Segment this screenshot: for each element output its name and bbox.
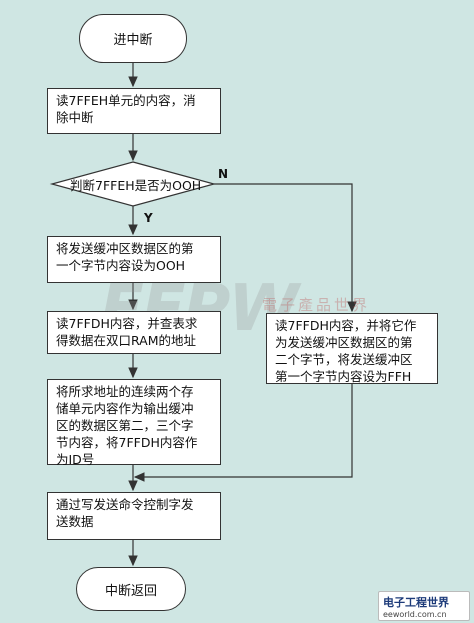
branch-yes-label: Y (144, 211, 153, 225)
step-copy-two-bytes: 将所求地址的连续两个存 储单元内容作为输出缓冲 区的数据区第二，三个字 节内容，… (47, 379, 221, 467)
step-read-7ffeh: 读7FFEH单元的内容，消 除中断 (47, 88, 221, 134)
arrow-decision-right (214, 183, 357, 313)
step-send-data: 通过写发送命令控制字发 送数据 (47, 492, 221, 540)
arrow-right-merge (133, 384, 353, 482)
step-set-first-byte-00h: 将发送缓冲区数据区的第 一个字节内容设为OOH (47, 236, 221, 283)
end-label: 中断返回 (104, 583, 157, 599)
start-terminal: 进中断 (79, 14, 187, 63)
decision-label: 判断7FFEH是否为OOH (70, 178, 202, 193)
step-right-read-7ffdh: 读7FFDH内容，并将它作 为发送缓冲区数据区的第 二个字节，将发送缓冲区 第一… (266, 313, 438, 384)
end-terminal: 中断返回 (76, 567, 186, 611)
eeworld-logo: 电子工程世界 eeworld.com.cn (378, 591, 470, 621)
branch-no-label: N (218, 167, 229, 181)
start-label: 进中断 (113, 33, 153, 48)
step-read-7ffdh-lookup: 读7FFDH内容，并查表求 得数据在双口RAM的地址 (47, 311, 221, 354)
watermark-subtitle: 電子產品世界 (262, 296, 371, 314)
logo-title: 电子工程世界 (383, 596, 449, 609)
logo-url: eeworld.com.cn (383, 610, 447, 619)
